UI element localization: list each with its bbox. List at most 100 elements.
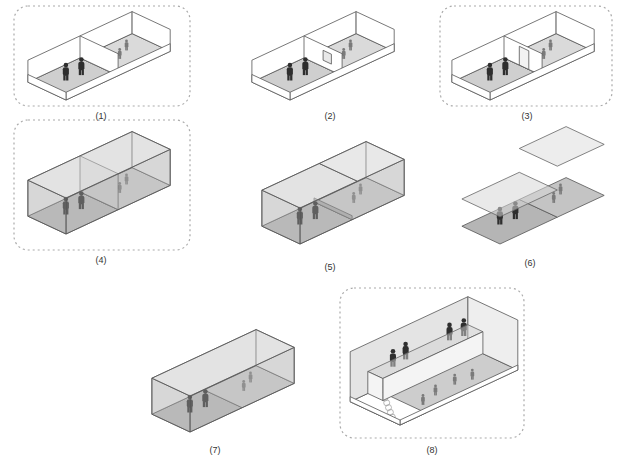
panel-number: (4) bbox=[96, 255, 107, 266]
person-figure bbox=[403, 342, 408, 347]
person-figure bbox=[472, 376, 473, 379]
highlight-frame bbox=[440, 6, 612, 106]
person-figure bbox=[125, 42, 129, 47]
floating-plane bbox=[519, 127, 604, 167]
person-figure bbox=[502, 62, 508, 71]
person-figure bbox=[125, 47, 126, 50]
person-figure bbox=[487, 75, 489, 80]
person-figure bbox=[302, 62, 308, 71]
wall bbox=[290, 44, 394, 100]
person-figure bbox=[503, 57, 508, 62]
person-figure bbox=[559, 186, 563, 191]
person-figure bbox=[63, 67, 69, 76]
person-figure bbox=[82, 70, 84, 75]
person-figure bbox=[342, 48, 345, 51]
window-opening bbox=[323, 50, 331, 64]
person-figure bbox=[306, 70, 308, 75]
person-figure bbox=[422, 394, 425, 397]
person-figure bbox=[542, 48, 545, 51]
person-figure bbox=[559, 184, 562, 187]
person-figure bbox=[118, 48, 121, 51]
panel-number: (5) bbox=[325, 262, 336, 273]
person-figure bbox=[497, 219, 499, 224]
person-figure bbox=[423, 402, 424, 405]
person-figure bbox=[500, 219, 502, 224]
panel-number: (7) bbox=[210, 445, 221, 456]
person-figure bbox=[490, 75, 492, 80]
wall bbox=[28, 75, 66, 101]
person-figure bbox=[63, 75, 65, 80]
person-figure bbox=[434, 385, 437, 388]
person-figure bbox=[303, 70, 305, 75]
highlight-frame bbox=[340, 288, 524, 438]
wall bbox=[490, 44, 594, 100]
person-figure bbox=[549, 40, 552, 43]
wall bbox=[368, 372, 383, 401]
person-figure bbox=[471, 369, 474, 372]
panel-number: (1) bbox=[96, 111, 107, 122]
highlight-frame bbox=[14, 6, 190, 106]
person-figure bbox=[303, 57, 308, 62]
person-figure bbox=[552, 200, 553, 203]
floating-plane bbox=[462, 172, 557, 217]
person-figure bbox=[455, 381, 456, 384]
person-figure bbox=[453, 381, 454, 384]
person-figure bbox=[513, 214, 515, 219]
person-figure bbox=[288, 63, 293, 68]
wall bbox=[80, 36, 118, 76]
person-figure bbox=[349, 40, 352, 43]
wall bbox=[304, 36, 342, 76]
person-figure bbox=[549, 42, 553, 47]
wall bbox=[66, 44, 170, 100]
highlight-frame bbox=[14, 120, 190, 250]
wall bbox=[504, 36, 542, 76]
panel-number: (6) bbox=[525, 258, 536, 269]
roof-plane bbox=[152, 330, 294, 396]
wall bbox=[452, 75, 490, 101]
person-figure bbox=[447, 323, 452, 328]
person-figure bbox=[349, 47, 350, 50]
person-figure bbox=[506, 70, 508, 75]
person-figure bbox=[79, 70, 81, 75]
person-figure bbox=[436, 392, 437, 395]
person-figure bbox=[349, 42, 353, 47]
person-figure bbox=[559, 191, 560, 194]
person-figure bbox=[66, 75, 68, 80]
person-figure bbox=[487, 67, 493, 76]
person-figure bbox=[561, 191, 562, 194]
person-figure bbox=[78, 62, 84, 71]
person-figure bbox=[434, 387, 438, 392]
person-figure bbox=[79, 57, 84, 62]
person-figure bbox=[552, 195, 556, 200]
person-figure bbox=[287, 67, 293, 76]
person-figure bbox=[453, 376, 457, 381]
person-figure bbox=[453, 374, 456, 377]
person-figure bbox=[351, 47, 352, 50]
person-figure bbox=[64, 63, 69, 68]
person-figure bbox=[471, 372, 475, 377]
person-figure bbox=[434, 392, 435, 395]
person-figure bbox=[488, 63, 493, 68]
person-figure bbox=[549, 47, 550, 50]
panel-number: (8) bbox=[427, 445, 438, 456]
person-figure bbox=[391, 349, 396, 354]
person-figure bbox=[290, 75, 292, 80]
door-opening bbox=[519, 46, 529, 69]
person-figure bbox=[118, 56, 119, 59]
person-figure bbox=[554, 200, 555, 203]
person-figure bbox=[120, 56, 121, 59]
roof-plane bbox=[319, 142, 404, 182]
panel-number: (3) bbox=[522, 111, 533, 122]
person-figure bbox=[462, 318, 467, 323]
wall bbox=[556, 12, 594, 52]
person-figure bbox=[544, 56, 545, 59]
person-figure bbox=[421, 397, 425, 402]
person-figure bbox=[287, 75, 289, 80]
roof-plane bbox=[28, 132, 170, 198]
person-figure bbox=[542, 56, 543, 59]
wall bbox=[356, 12, 394, 52]
person-figure bbox=[127, 47, 128, 50]
person-figure bbox=[344, 56, 345, 59]
